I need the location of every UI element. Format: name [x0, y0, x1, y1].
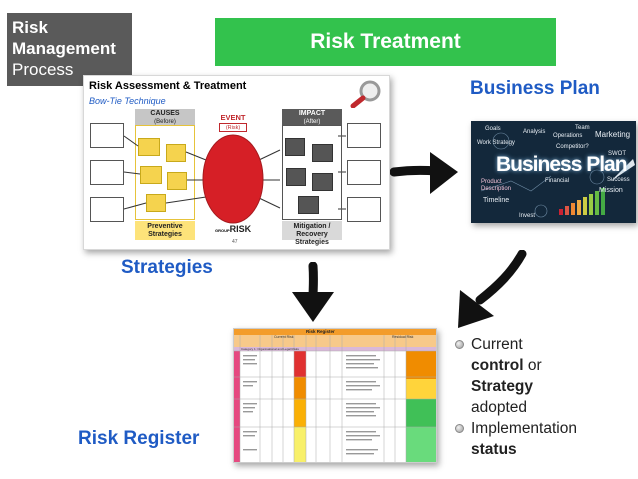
preventive-control [146, 194, 166, 212]
title-line-3: Process [12, 60, 74, 79]
mitigation-control [312, 173, 333, 191]
bowtie-title: Risk Assessment & Treatment [89, 80, 247, 92]
bp-word: Product [481, 179, 502, 185]
business-plan-graphic [471, 121, 636, 223]
business-plan-label: Business Plan [470, 78, 600, 99]
bp-word: SWOT [608, 151, 626, 157]
strategies-label: Strategies [121, 257, 213, 278]
cause-box [90, 197, 124, 222]
slide-page-number: 47 [232, 239, 238, 245]
preventive-control [166, 144, 186, 162]
bowtie-subtitle: Bow-Tie Technique [89, 96, 166, 106]
process-title-box: Risk Management Process [7, 13, 132, 86]
impact-subtitle: (After) [303, 119, 321, 125]
business-plan-headline: Business Plan [496, 153, 628, 176]
preventive-control [138, 138, 160, 156]
bp-word: Financial [545, 178, 570, 184]
register-group-right: Residual Risk [392, 335, 414, 339]
event-subtitle: (Risk) [225, 125, 241, 131]
bp-word: Team [575, 125, 590, 131]
bp-word: Mission [599, 187, 623, 194]
arrow-down-left-icon [458, 250, 527, 328]
risk-register-sheet: Risk Register Current Risk Residual Risk… [233, 328, 437, 463]
cause-box [90, 160, 124, 185]
bullet-text: Implementation [471, 420, 577, 437]
register-table-graphic [234, 329, 436, 462]
mitigation-control [298, 196, 319, 214]
bp-word: Timeline [483, 197, 510, 204]
register-category: Category 1: Organisational and Legal Ris… [241, 347, 299, 351]
arrow-down-icon [292, 262, 334, 322]
cause-box [90, 123, 124, 148]
event-title: EVENT [220, 113, 246, 122]
bp-word: Goals [485, 126, 501, 132]
causes-title: CAUSES [150, 110, 180, 117]
preventive-strategies-box: Preventive Strategies [135, 221, 195, 240]
causes-subtitle: (Before) [154, 119, 176, 125]
event-sub-box: (Risk) [219, 123, 247, 132]
preventive-control [140, 166, 162, 184]
mitigation-control [286, 168, 306, 186]
mitigation-line-1: Mitigation / [293, 223, 331, 230]
risk-register-label: Risk Register [78, 428, 200, 449]
impact-box [347, 197, 381, 222]
bullet-dot-icon [455, 424, 464, 433]
title-line-2: Management [12, 39, 116, 58]
impact-header: IMPACT (After) [282, 109, 342, 125]
bp-word: Competitor? [556, 144, 589, 150]
mitigation-strategies-box: Mitigation / Recovery Strategies [282, 221, 342, 246]
group-risk-logo: GROUPRISK [215, 223, 251, 235]
bullet-dot-icon [455, 340, 464, 349]
mitigation-control [312, 144, 333, 162]
impact-box [347, 123, 381, 148]
magnifier-icon [350, 80, 381, 108]
register-title: Risk Register [306, 329, 335, 334]
impact-box [347, 160, 381, 185]
bullet-item: Current control or Strategy adopted [455, 334, 635, 418]
preventive-control [167, 172, 187, 190]
preventive-line-1: Preventive [147, 223, 183, 230]
risk-treatment-header: Risk Treatment [215, 18, 556, 66]
bp-word: Analysis [523, 129, 546, 135]
bp-word: Invest [519, 213, 536, 219]
impact-group [282, 125, 342, 220]
bowtie-slide: Risk Assessment & Treatment Bow-Tie Tech… [83, 75, 390, 250]
register-group-left: Current Risk [274, 335, 294, 339]
logo-small: GROUP [215, 228, 230, 233]
impact-title: IMPACT [298, 110, 326, 117]
bullet-item: Implementation status [455, 418, 635, 460]
bullet-text: adopted [471, 399, 528, 416]
arrow-right-icon [390, 152, 458, 194]
bp-word: Work Strategy [477, 140, 515, 146]
bp-word: Description [481, 186, 512, 192]
mitigation-line-2: Recovery Strategies [295, 231, 329, 246]
logo-big: RISK [229, 224, 252, 234]
header-title: Risk Treatment [310, 30, 461, 53]
bp-word: Marketing [595, 130, 631, 139]
bowtie-connectors [123, 134, 346, 224]
preventive-line-2: Strategies [148, 231, 182, 238]
bullet-text: Current [471, 336, 523, 353]
title-line-1: Risk [12, 18, 48, 37]
mitigation-control [285, 138, 305, 156]
bullet-text-bold: status [471, 441, 517, 458]
business-plan-image: Business Plan Goals Analysis Team Operat… [471, 121, 636, 223]
treatment-bullets: Current control or Strategy adopted Impl… [455, 334, 635, 460]
bp-word: Operations [553, 133, 583, 139]
bullet-text: or [523, 357, 542, 374]
causes-group [135, 125, 195, 220]
bullet-text-bold: Strategy [471, 378, 534, 395]
causes-header: CAUSES (Before) [135, 109, 195, 125]
bullet-text-bold: control [471, 357, 524, 374]
bp-word: Success [607, 177, 630, 183]
event-header: EVENT [208, 114, 258, 122]
